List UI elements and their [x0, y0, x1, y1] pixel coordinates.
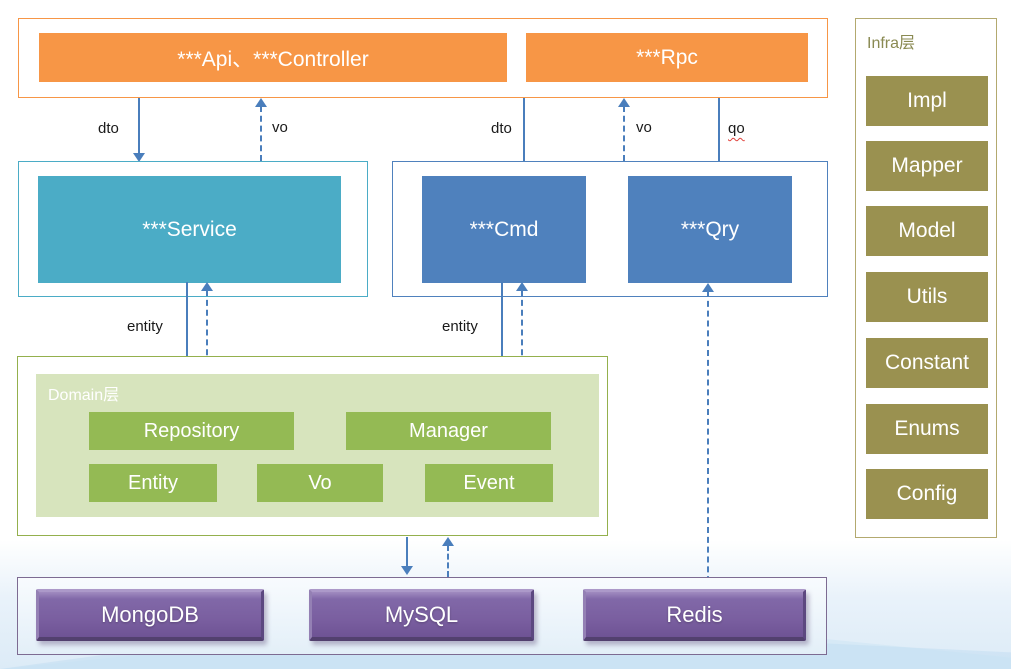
dto-label: dto	[491, 120, 512, 137]
cmd-qry-layer-container: ***Cmd ***Qry	[392, 161, 828, 297]
utils-box: Utils	[866, 272, 988, 322]
qry-redis-arrow-line	[707, 291, 709, 592]
entity-label: entity	[442, 318, 478, 335]
event-box: Event	[425, 464, 553, 502]
db-return-arrow-head	[442, 537, 454, 546]
qry-box: ***Qry	[628, 176, 792, 283]
vo-arrow-line	[260, 106, 262, 161]
dto-arrow-line	[523, 98, 525, 163]
vo-label: vo	[636, 119, 652, 136]
vo-arrow-line	[623, 106, 625, 161]
mongodb-box: MongoDB	[36, 589, 264, 641]
constant-box: Constant	[866, 338, 988, 388]
service-layer-container: ***Service	[18, 161, 368, 297]
mapper-box: Mapper	[866, 141, 988, 191]
entity-return-arrow-line	[521, 290, 523, 375]
entity-arrow-line	[501, 282, 503, 364]
db-arrow-line	[406, 537, 408, 567]
service-box: ***Service	[38, 176, 341, 283]
db-return-arrow-line	[447, 545, 449, 577]
qry-redis-arrow-head	[702, 283, 714, 292]
entity-box: Entity	[89, 464, 217, 502]
enums-box: Enums	[866, 404, 988, 454]
db-layer-container: MongoDB MySQL Redis	[17, 577, 827, 655]
dto-arrow-head	[133, 153, 145, 162]
api-layer-container: ***Api、***Controller ***Rpc	[18, 18, 828, 98]
vo-arrow-head	[255, 98, 267, 107]
entity-return-arrow-head	[516, 282, 528, 291]
rpc-box: ***Rpc	[526, 33, 808, 82]
vo-arrow-head	[618, 98, 630, 107]
entity-return-arrow-line	[206, 290, 208, 375]
infra-layer-title: Infra层	[867, 35, 916, 52]
model-box: Model	[866, 206, 988, 256]
repository-box: Repository	[89, 412, 294, 450]
dto-label: dto	[98, 120, 119, 137]
vo-label: vo	[272, 119, 288, 136]
entity-return-arrow-head	[201, 282, 213, 291]
vo-box: Vo	[257, 464, 383, 502]
infra-layer-panel: Infra层 Impl Mapper Model Utils Constant …	[855, 18, 997, 538]
domain-layer-inner: Domain层 Repository Manager Entity Vo Eve…	[36, 374, 599, 517]
qo-arrow-line	[718, 98, 720, 163]
domain-layer-container: Domain层 Repository Manager Entity Vo Eve…	[17, 356, 608, 536]
redis-box: Redis	[583, 589, 806, 641]
qo-label: qo	[728, 120, 745, 137]
api-controller-box: ***Api、***Controller	[39, 33, 507, 82]
entity-arrow-line	[186, 282, 188, 364]
cmd-box: ***Cmd	[422, 176, 586, 283]
domain-layer-title: Domain层	[48, 387, 120, 404]
dto-arrow-line	[138, 98, 140, 154]
entity-label: entity	[127, 318, 163, 335]
db-arrow-head	[401, 566, 413, 575]
config-box: Config	[866, 469, 988, 519]
mysql-box: MySQL	[309, 589, 534, 641]
impl-box: Impl	[866, 76, 988, 126]
manager-box: Manager	[346, 412, 551, 450]
